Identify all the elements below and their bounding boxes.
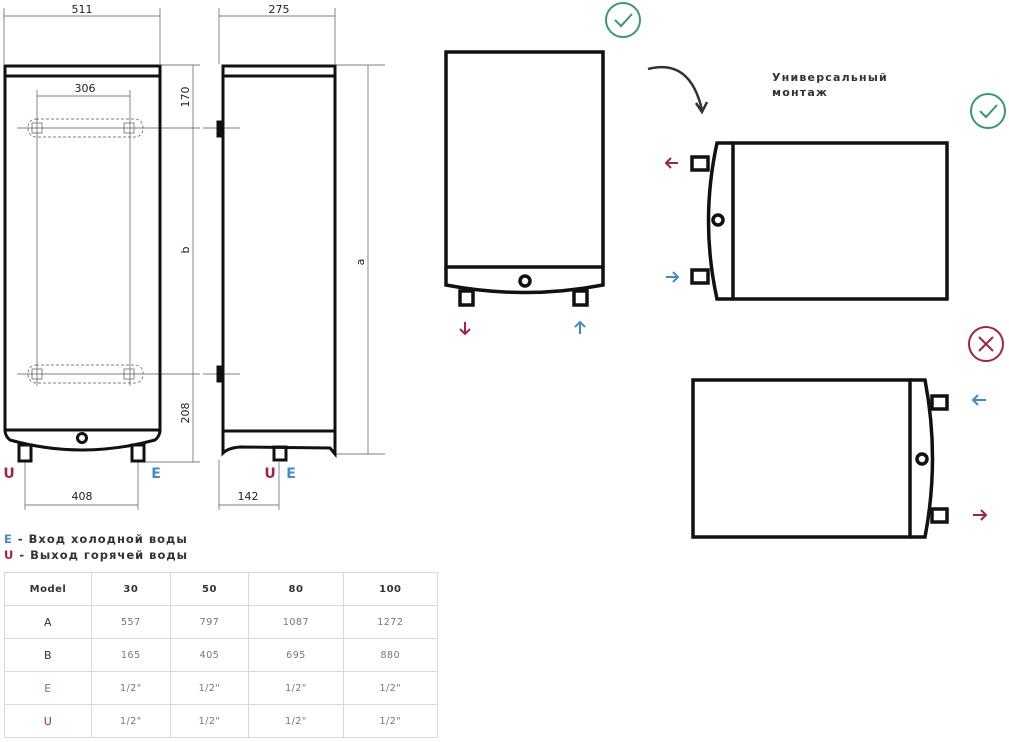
label-u-front: U <box>3 466 14 482</box>
legend-e-key: E <box>4 532 13 546</box>
row-label: E <box>4 671 92 705</box>
hot-out-arrow-icon <box>973 509 988 521</box>
dim-top-offset: 170 <box>179 87 192 108</box>
table-row: B 165 405 695 880 <box>4 638 439 672</box>
dimensions-table: Model 30 50 80 100 A 557 797 1087 1272 B… <box>4 572 439 738</box>
side-view <box>216 64 337 462</box>
dim-b: b <box>179 246 192 253</box>
table-cell: 695 <box>248 638 344 672</box>
dim-width-side: 275 <box>269 3 290 16</box>
row-label: U <box>4 704 92 738</box>
table-cell: 1/2" <box>91 671 171 705</box>
table-cell: 1/2" <box>248 704 344 738</box>
table-header: 30 <box>91 572 171 606</box>
cold-in-arrow-icon <box>971 394 986 406</box>
label-e-front: E <box>151 466 161 482</box>
label-e-side: E <box>286 466 296 482</box>
horizontal-mount-ok <box>664 93 1006 301</box>
table-cell: 1/2" <box>248 671 344 705</box>
mount-caption-line1: Универсальный <box>772 71 888 84</box>
legend-e-text: - Вход холодной воды <box>12 532 188 546</box>
dim-bottom-offset: 208 <box>179 403 192 424</box>
table-cell: 1/2" <box>91 704 171 738</box>
table-cell: 1272 <box>342 605 439 639</box>
hot-out-arrow-icon <box>459 322 471 336</box>
table-header: 100 <box>342 572 439 606</box>
dim-bracket-spacing: 306 <box>75 82 96 95</box>
dim-width-front: 511 <box>72 3 93 16</box>
table-row: U 1/2" 1/2" 1/2" 1/2" <box>4 704 439 738</box>
table-cell: 1/2" <box>169 704 250 738</box>
legend-e: E - Вход холодной воды <box>4 532 188 546</box>
dimension-labels: 511 275 306 170 b a 208 408 142 U E U E <box>3 3 367 503</box>
table-cell: 165 <box>91 638 171 672</box>
label-u-side: U <box>264 466 275 482</box>
table-header: 50 <box>169 572 250 606</box>
table-row: A 557 797 1087 1272 <box>4 605 439 639</box>
table-header: 80 <box>248 572 344 606</box>
cross-icon <box>968 326 1004 362</box>
horizontal-mount-wrong <box>691 326 1004 539</box>
table-cell: 557 <box>91 605 171 639</box>
row-label: B <box>4 638 92 672</box>
legend-u-text: - Выход горячей воды <box>14 548 189 562</box>
vertical-mount-ok <box>444 2 641 336</box>
table-header: Model <box>4 572 92 606</box>
table-cell: 405 <box>169 638 250 672</box>
table-cell: 1/2" <box>169 671 250 705</box>
dimension-lines <box>3 8 385 510</box>
table-cell: 1/2" <box>342 671 439 705</box>
table-cell: 1087 <box>248 605 344 639</box>
dim-a: a <box>354 259 367 266</box>
hot-out-arrow-icon <box>664 157 678 169</box>
table-cell: 797 <box>169 605 250 639</box>
table-header-row: Model 30 50 80 100 <box>4 572 439 606</box>
check-icon <box>605 2 641 38</box>
mount-caption-line2: монтаж <box>772 86 828 99</box>
table-cell: 880 <box>342 638 439 672</box>
legend-u-key: U <box>4 548 15 562</box>
dim-pipe-depth: 142 <box>238 490 259 503</box>
cold-in-arrow-icon <box>666 271 680 283</box>
legend-u: U - Выход горячей воды <box>4 548 188 562</box>
check-icon <box>970 93 1006 129</box>
row-label: A <box>4 605 92 639</box>
front-view <box>3 64 162 463</box>
table-cell: 1/2" <box>342 704 439 738</box>
table-row: E 1/2" 1/2" 1/2" 1/2" <box>4 671 439 705</box>
dim-pipe-spacing: 408 <box>72 490 93 503</box>
cold-in-arrow-icon <box>574 320 586 334</box>
rotate-arrow-icon <box>647 65 709 115</box>
